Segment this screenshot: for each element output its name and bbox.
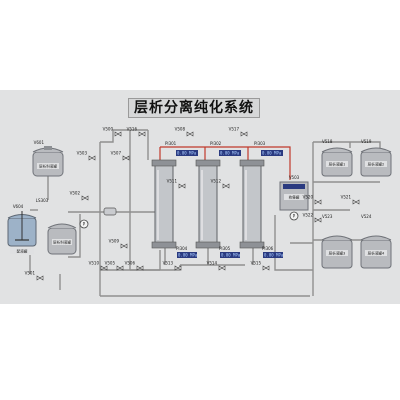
tank-right-2[interactable]: 层析液罐2 V519 — [360, 139, 392, 177]
tank-tag: V523 — [322, 214, 333, 219]
valve-v4[interactable]: V508 — [175, 127, 194, 137]
tank-right-4[interactable]: 层析液罐4 V524 — [360, 214, 392, 269]
tank-label: 层析液罐1 — [329, 162, 346, 167]
svg-text:PI303: PI303 — [254, 141, 266, 146]
tank-label: 配液罐 — [17, 249, 28, 254]
tank-label: 层析料液罐 — [53, 240, 71, 245]
tank-right-1[interactable]: 层析液罐1 V518 — [321, 139, 353, 177]
tank-mid-left[interactable]: 层析料液罐 LS303 — [36, 198, 77, 255]
svg-text:0.00 MPa: 0.00 MPa — [177, 151, 197, 156]
tank-tag: V601 — [34, 140, 45, 145]
valve-v17[interactable]: V520 — [303, 195, 322, 205]
valve-label: V500 — [103, 127, 114, 132]
valve-v16[interactable]: V517 — [229, 127, 248, 137]
valve-label: V506 — [125, 261, 136, 266]
tank-top-left[interactable]: 层析料液罐 V601 — [32, 140, 64, 177]
pump-collect[interactable]: P — [289, 211, 299, 221]
tank-tag: V503 — [289, 175, 300, 180]
tank-tag: V604 — [13, 204, 24, 209]
valve-v2[interactable]: V503 — [77, 151, 96, 161]
svg-text:PI304: PI304 — [176, 246, 188, 251]
valve-v7[interactable]: V509 — [109, 239, 128, 249]
process-diagram: 层析料液罐 V601 配液罐 V604 层析料液罐 LS303 P — [7, 127, 392, 297]
pump-feed[interactable]: P — [79, 219, 89, 229]
valve-v6[interactable]: V502 — [70, 191, 89, 201]
valve-label: V516 — [127, 127, 138, 132]
page-title: 层析分离纯化系统 — [128, 98, 260, 118]
valve-label: V502 — [70, 191, 81, 196]
tank-tag: LS303 — [36, 198, 49, 203]
valve-label: V508 — [175, 127, 186, 132]
valve-label: V515 — [251, 261, 262, 266]
valve-label: V517 — [229, 127, 240, 132]
valve-v19[interactable]: V522 — [303, 213, 322, 223]
feed-red-lines — [159, 146, 291, 180]
tank-label: 层析液罐3 — [329, 251, 346, 256]
valve-v10[interactable]: V510 — [89, 261, 108, 271]
valve-v15[interactable]: V515 — [251, 261, 270, 271]
svg-text:0.00 MPa: 0.00 MPa — [220, 151, 240, 156]
valve-v13[interactable]: V513 — [163, 261, 182, 271]
svg-text:0.00 MPa: 0.00 MPa — [221, 253, 241, 258]
tank-label: 收集罐 — [289, 195, 300, 200]
pressure-display-5: PI305 0.00 MPa — [219, 246, 241, 258]
valve-label: V509 — [109, 239, 120, 244]
pressure-display-3: PI303 0.00 MPa — [254, 141, 283, 156]
valve-v5[interactable]: V507 — [111, 151, 130, 161]
tank-tag: V519 — [361, 139, 372, 144]
tank-tag: V524 — [361, 214, 372, 219]
tank-tag: V518 — [322, 139, 333, 144]
valve-v8[interactable]: V511 — [167, 179, 186, 189]
valve-label: V512 — [211, 179, 222, 184]
valve-label: V513 — [163, 261, 174, 266]
svg-text:PI302: PI302 — [210, 141, 222, 146]
pressure-display-1: PI301 0.00 MPa — [165, 141, 198, 156]
valve-v11[interactable]: V505 — [105, 261, 124, 271]
valve-v18[interactable]: V521 — [341, 195, 360, 205]
svg-text:PI306: PI306 — [262, 246, 274, 251]
valve-v14[interactable]: V514 — [207, 261, 226, 271]
valve-label: V522 — [303, 213, 314, 218]
valve-label: V503 — [77, 151, 88, 156]
valve-v1[interactable]: V500 — [103, 127, 122, 137]
tank-label: 层析液罐4 — [368, 251, 385, 256]
pressure-display-6: PI306 0.00 MPa — [262, 246, 284, 258]
tank-collect[interactable]: 收集罐 V503 — [279, 175, 309, 211]
valve-label: V510 — [89, 261, 100, 266]
chromatography-column-2[interactable] — [195, 159, 221, 249]
pressure-display-4: PI304 0.00 MPa — [176, 246, 198, 258]
valve-v9[interactable]: V512 — [211, 179, 230, 189]
tank-label: 层析液罐2 — [368, 162, 385, 167]
valve-label: V507 — [111, 151, 122, 156]
valve-label: V520 — [303, 195, 314, 200]
tank-label: 层析料液罐 — [39, 164, 57, 169]
valve-v12[interactable]: V506 — [125, 261, 144, 271]
valve-label: V514 — [207, 261, 218, 266]
svg-text:0.00 MPa: 0.00 MPa — [264, 253, 284, 258]
valve-label: V505 — [105, 261, 116, 266]
chromatography-column-3[interactable] — [239, 159, 265, 249]
inline-filter[interactable] — [103, 207, 117, 216]
process-screen: 层析分离纯化系统 — [0, 90, 400, 304]
svg-text:0.00 MPa: 0.00 MPa — [262, 151, 282, 156]
svg-text:P: P — [293, 214, 296, 219]
valve-label: V511 — [167, 179, 178, 184]
svg-text:0.00 MPa: 0.00 MPa — [178, 253, 198, 258]
valve-v3[interactable]: V516 — [127, 127, 146, 137]
svg-text:P: P — [83, 222, 86, 227]
valve-label: V521 — [341, 195, 352, 200]
chromatography-column-1[interactable] — [151, 159, 177, 249]
tank-mixer[interactable]: 配液罐 V604 — [7, 204, 37, 254]
valve-label: V501 — [25, 271, 36, 276]
svg-text:PI301: PI301 — [165, 141, 177, 146]
tank-right-3[interactable]: 层析液罐3 V523 — [321, 214, 353, 269]
pressure-display-2: PI302 0.00 MPa — [210, 141, 241, 156]
valve-v20[interactable]: V501 — [25, 271, 44, 281]
svg-text:PI305: PI305 — [219, 246, 231, 251]
